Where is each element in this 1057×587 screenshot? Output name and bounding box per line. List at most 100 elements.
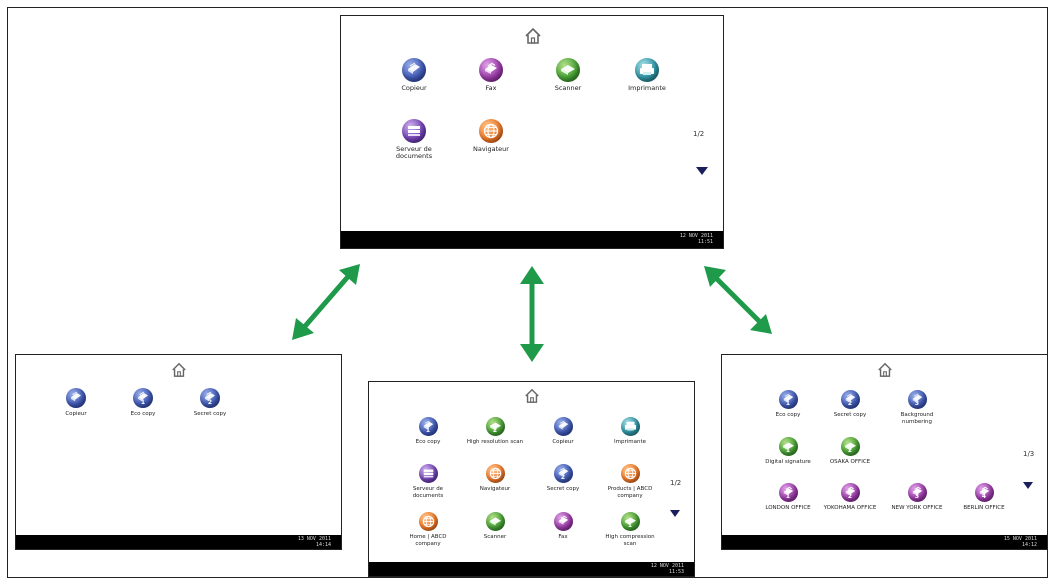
status-date: 12 NOV 2011 — [650, 563, 684, 569]
shortcut-number: 2 — [847, 400, 853, 407]
shortcut-number: 3 — [914, 493, 920, 500]
fax-icon — [479, 58, 503, 82]
printer-icon — [635, 58, 659, 82]
double-arrow-right — [704, 266, 772, 334]
app-icon-label: Secret copy — [193, 411, 227, 417]
shortcut-number: 1 — [425, 427, 431, 434]
app-icon-label: Serveur de documents — [412, 486, 444, 499]
shortcut-number: 2 — [560, 474, 566, 481]
app-icon-label: Navigateur — [479, 486, 511, 492]
app-icon-label: Imprimante — [628, 84, 666, 92]
app-icon-button[interactable]: Fax — [461, 58, 521, 92]
shortcut-number: 4 — [981, 493, 987, 500]
status-time: 11:53 — [668, 569, 684, 575]
status-bar: 15 NOV 2011 14:12 — [722, 535, 1047, 549]
app-icon-button[interactable]: Serveur de documents — [397, 464, 459, 500]
app-icon-button[interactable]: Navigateur — [464, 464, 526, 493]
copier-icon: 2 — [840, 390, 860, 409]
app-icon-button[interactable]: Scanner — [464, 512, 526, 541]
shortcut-number: 2 — [847, 493, 853, 500]
app-icon-button[interactable]: Copieur — [384, 58, 444, 92]
copier-icon: 2 — [200, 388, 220, 408]
app-icon-button[interactable]: Serveur de documents — [384, 119, 444, 160]
double-arrow-middle — [520, 266, 544, 362]
app-icon-label: LONDON OFFICE — [765, 505, 811, 511]
home-icon[interactable] — [524, 27, 542, 45]
status-time: 14:12 — [1021, 542, 1037, 548]
fax-icon: 3 — [907, 483, 927, 502]
app-icon-button[interactable]: Copieur — [48, 388, 104, 418]
status-time: 14:14 — [315, 542, 331, 548]
app-icon-button[interactable]: Home | ABCD company — [397, 512, 459, 548]
app-icon-label: Imprimante — [613, 439, 646, 445]
copier-icon: 1 — [133, 388, 153, 408]
shortcut-number: 1 — [785, 493, 791, 500]
copier-icon: 1 — [778, 390, 798, 409]
copier-icon — [402, 58, 426, 82]
document-server-icon — [418, 464, 438, 483]
fax-icon: 1 — [778, 483, 798, 502]
app-icon-label: Scanner — [554, 84, 582, 92]
home-icon[interactable] — [877, 362, 893, 378]
status-date: 12 NOV 2011 — [679, 233, 713, 239]
copier-icon: 1 — [418, 417, 438, 436]
home-icon[interactable] — [524, 388, 540, 404]
globe-icon — [620, 464, 640, 483]
app-icon-button[interactable]: Imprimante — [599, 417, 661, 446]
app-icon-label: Fax — [558, 534, 568, 540]
shortcut-number: 1 — [140, 399, 146, 406]
app-icon-label: Copieur — [65, 411, 87, 417]
scroll-down-button[interactable] — [696, 167, 708, 175]
scanner-icon: 1 — [778, 437, 798, 456]
app-icon-label: Products | ABCD company — [607, 486, 653, 499]
scroll-down-button[interactable] — [1023, 482, 1033, 489]
double-arrow-left — [292, 264, 360, 340]
copier-icon — [553, 417, 573, 436]
scanner-icon — [485, 512, 505, 531]
page-indicator: 1/3 — [1023, 450, 1035, 458]
app-icon-button[interactable]: Copieur — [532, 417, 594, 446]
app-icon-label: Scanner — [483, 534, 507, 540]
app-icon-label: Copieur — [401, 84, 427, 92]
shortcut-number: 3 — [914, 400, 920, 407]
app-icon-button[interactable]: Navigateur — [461, 119, 521, 153]
app-icon-label: Background numbering — [900, 412, 934, 425]
copier-icon: 2 — [553, 464, 573, 483]
app-icon-button[interactable]: Fax — [532, 512, 594, 541]
shortcut-number: 1 — [627, 522, 633, 529]
page-indicator: 1/2 — [693, 130, 705, 138]
app-icon-label: Eco copy — [415, 439, 441, 445]
app-icon-button[interactable]: Scanner — [538, 58, 598, 92]
home-icon[interactable] — [171, 362, 187, 378]
shortcut-number: 2 — [207, 399, 213, 406]
status-bar: 13 NOV 2011 14:14 — [16, 535, 341, 549]
app-icon-button[interactable]: Products | ABCD company — [599, 464, 661, 500]
copier-icon: 3 — [907, 390, 927, 409]
app-icon-label: Home | ABCD company — [409, 534, 447, 547]
globe-icon — [418, 512, 438, 531]
app-icon-button[interactable]: Imprimante — [617, 58, 677, 92]
figure-frame — [7, 7, 1048, 578]
app-icon-label: Secret copy — [546, 486, 580, 492]
scroll-down-button[interactable] — [670, 510, 680, 517]
app-icon-label: Digital signature — [765, 459, 811, 465]
app-icon-label: High resolution scan — [466, 439, 524, 445]
status-time: 11:51 — [697, 239, 713, 245]
